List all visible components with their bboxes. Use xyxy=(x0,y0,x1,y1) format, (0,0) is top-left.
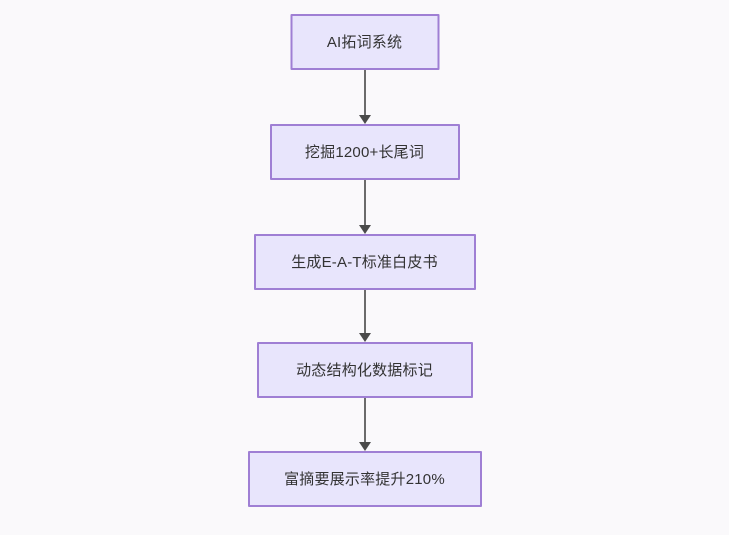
flow-node-label: 挖掘1200+长尾词 xyxy=(304,143,425,161)
flow-node-generate-eat-whitepaper[interactable]: 生成E-A-T标准白皮书 xyxy=(253,234,476,290)
edge-line xyxy=(363,398,366,442)
flow-node-dynamic-structured-data-markup[interactable]: 动态结构化数据标记 xyxy=(256,342,473,398)
flow-edge-n2-n3 xyxy=(358,290,371,342)
flow-node-label: AI拓词系统 xyxy=(326,33,403,51)
arrow-head-icon xyxy=(358,225,371,234)
flow-edge-n3-n4 xyxy=(358,398,371,451)
edge-line xyxy=(363,70,366,115)
arrow-head-icon xyxy=(358,442,371,451)
arrow-head-icon xyxy=(358,333,371,342)
flow-node-rich-snippet-impression-lift[interactable]: 富摘要展示率提升210% xyxy=(247,451,482,507)
arrow-head-icon xyxy=(358,115,371,124)
flow-node-label: 动态结构化数据标记 xyxy=(296,361,433,379)
flow-node-ai-keyword-system[interactable]: AI拓词系统 xyxy=(290,14,439,70)
flow-node-label: 生成E-A-T标准白皮书 xyxy=(291,253,438,271)
flow-node-mine-longtail-keywords[interactable]: 挖掘1200+长尾词 xyxy=(269,124,460,180)
flow-node-label: 富摘要展示率提升210% xyxy=(284,470,445,488)
flow-edge-n0-n1 xyxy=(358,70,371,124)
flow-edge-n1-n2 xyxy=(358,180,371,234)
edge-line xyxy=(363,180,366,225)
edge-line xyxy=(363,290,366,333)
